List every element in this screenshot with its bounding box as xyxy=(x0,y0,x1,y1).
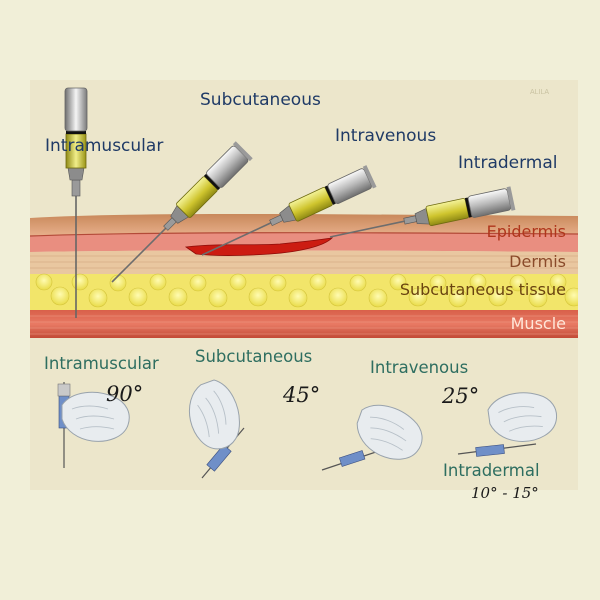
technique-angle-intravenous: 25° xyxy=(442,384,480,408)
skin-cross-section xyxy=(30,214,578,338)
watermark-text: ALILA xyxy=(530,89,550,96)
layer-label-subcutaneous-tissue: Subcutaneous tissue xyxy=(399,280,566,299)
technique-angle-intramuscular: 90° xyxy=(106,382,144,406)
needle-label-intramuscular: Intramuscular xyxy=(45,136,164,156)
needle-label-subcutaneous: Subcutaneous xyxy=(200,90,321,110)
hand-intradermal xyxy=(457,387,561,457)
needle-label-intradermal: Intradermal xyxy=(458,153,558,173)
technique-label-intradermal: Intradermal xyxy=(443,461,540,480)
hand-subcutaneous xyxy=(179,375,250,479)
hand-intramuscular xyxy=(57,382,130,468)
technique-angle-subcutaneous: 45° xyxy=(283,383,321,407)
layer-label-muscle: Muscle xyxy=(510,314,566,333)
layer-label-dermis: Dermis xyxy=(509,252,566,271)
layer-label-epidermis: Epidermis xyxy=(486,222,566,241)
vein xyxy=(184,237,334,256)
hand-intravenous xyxy=(321,397,431,471)
technique-angle-intradermal: 10° - 15° xyxy=(471,484,539,502)
technique-label-intramuscular: Intramuscular xyxy=(44,354,159,373)
needle-label-intravenous: Intravenous xyxy=(335,126,437,146)
technique-label-intravenous: Intravenous xyxy=(370,358,469,377)
intramuscular-syringe xyxy=(64,87,88,318)
technique-label-subcutaneous: Subcutaneous xyxy=(195,347,313,366)
